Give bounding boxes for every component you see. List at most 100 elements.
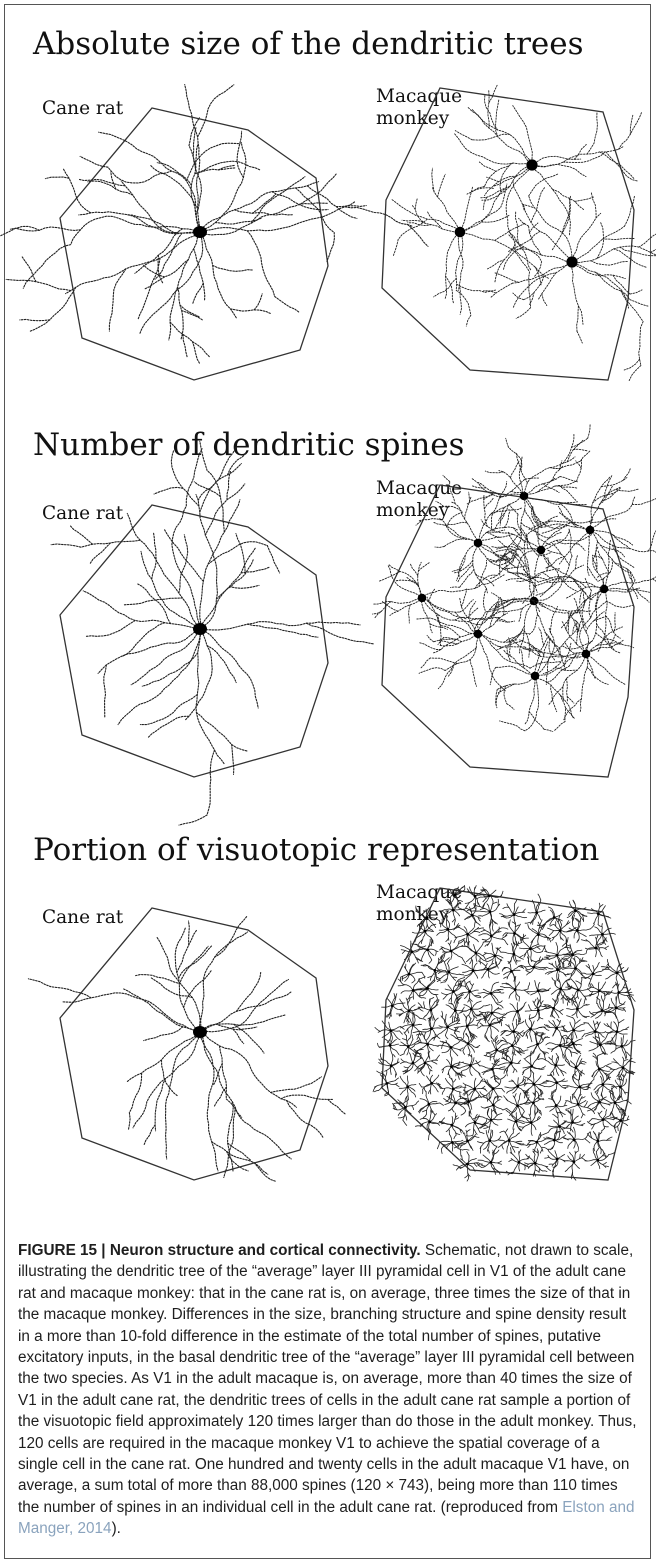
macaque-soma	[452, 990, 455, 993]
macaque-soma	[490, 1011, 494, 1015]
macaque-soma	[512, 952, 516, 956]
dendrite	[458, 938, 466, 942]
dendrite	[399, 1053, 405, 1056]
dendrite	[480, 1119, 492, 1129]
dendrite	[511, 1045, 514, 1055]
dendrite	[430, 1060, 438, 1065]
dendrite	[595, 936, 597, 949]
dendrite	[405, 1016, 410, 1023]
dendrite	[406, 1086, 409, 1101]
dendrite	[571, 245, 656, 264]
dendrite	[572, 1070, 577, 1078]
dendrite	[528, 928, 539, 935]
dendrite	[483, 1054, 489, 1057]
macaque-soma	[513, 931, 516, 935]
dendrite	[543, 1026, 550, 1031]
dendrite	[533, 600, 582, 614]
macaque-soma	[596, 1158, 600, 1162]
dendrite	[399, 1009, 405, 1013]
dendrite	[586, 1133, 599, 1142]
dendrite	[489, 1018, 496, 1026]
dendrite	[456, 980, 464, 982]
dendrite	[616, 972, 624, 980]
dendrite	[418, 981, 428, 989]
dendrite	[602, 1077, 609, 1085]
dendrite	[652, 578, 656, 582]
dendrite	[534, 655, 581, 677]
dendrite	[537, 1032, 545, 1045]
dendrite	[217, 164, 237, 171]
dendrite	[399, 976, 402, 982]
dendrite	[466, 1017, 475, 1027]
dendrite	[578, 543, 586, 551]
dendrite	[178, 534, 189, 594]
dendrite	[415, 1125, 421, 1127]
dendrite	[465, 1134, 474, 1137]
dendrite	[551, 936, 555, 941]
dendrite	[599, 1101, 606, 1110]
dendrite	[529, 1028, 533, 1043]
dendrite	[546, 557, 550, 572]
dendrite	[528, 1004, 533, 1011]
dendrite	[534, 1169, 540, 1172]
dendrite	[565, 943, 573, 956]
dendrite	[489, 901, 494, 913]
dendrite	[544, 1036, 550, 1038]
dendrite	[529, 292, 535, 305]
macaque-soma	[417, 593, 427, 603]
dendrite	[481, 969, 489, 979]
dendrite	[199, 141, 247, 233]
macaque-soma	[490, 1067, 494, 1071]
dendrite	[427, 1043, 439, 1047]
dendrite	[488, 895, 499, 898]
dendrite	[553, 1007, 560, 1019]
dendrite	[449, 1133, 453, 1143]
dendrite	[543, 1052, 546, 1060]
dendrite	[551, 1014, 556, 1019]
dendrite	[454, 997, 460, 1011]
dendrite	[524, 1162, 530, 1165]
dendrite	[518, 600, 535, 654]
dendrite	[533, 555, 573, 602]
dendrite	[511, 1112, 513, 1118]
dendrite	[207, 541, 268, 565]
dendrite	[122, 622, 166, 657]
dendrite	[582, 959, 588, 962]
dendrite	[469, 957, 472, 965]
dendrite	[476, 1018, 481, 1026]
dendrite	[555, 960, 558, 971]
dendrite	[305, 622, 376, 645]
dendrite	[495, 98, 500, 138]
dendrite	[624, 195, 635, 227]
dendrite	[573, 1139, 579, 1150]
dendrite	[575, 910, 588, 917]
dendrite	[50, 543, 82, 548]
dendrite	[489, 1024, 500, 1032]
dendrite	[592, 965, 595, 975]
dendrite	[616, 1067, 624, 1078]
macaque-soma	[488, 910, 492, 914]
dendrite	[523, 1083, 535, 1094]
dendrite	[494, 1038, 497, 1051]
dendrite	[411, 979, 416, 984]
dendrite	[541, 1051, 549, 1054]
dendrite	[483, 491, 496, 500]
dendrite	[415, 1100, 420, 1105]
dendrite	[490, 1151, 495, 1163]
dendrite	[531, 155, 582, 166]
dendrite	[565, 1109, 572, 1115]
dendrite	[458, 542, 479, 578]
dendrite	[432, 1035, 438, 1038]
dendrite	[520, 1102, 534, 1105]
reference-link[interactable]: Elston and Manger, 2014	[18, 1498, 635, 1538]
dendrite	[507, 549, 535, 602]
dendrite	[456, 1036, 462, 1039]
dendrite	[570, 1121, 573, 1132]
dendrite	[389, 1039, 397, 1046]
dendrite	[626, 1115, 630, 1121]
dendrite	[530, 186, 546, 223]
dendrite	[467, 927, 479, 935]
dendrite	[454, 889, 466, 896]
dendrite	[602, 1110, 613, 1121]
dendrite	[463, 1090, 469, 1096]
